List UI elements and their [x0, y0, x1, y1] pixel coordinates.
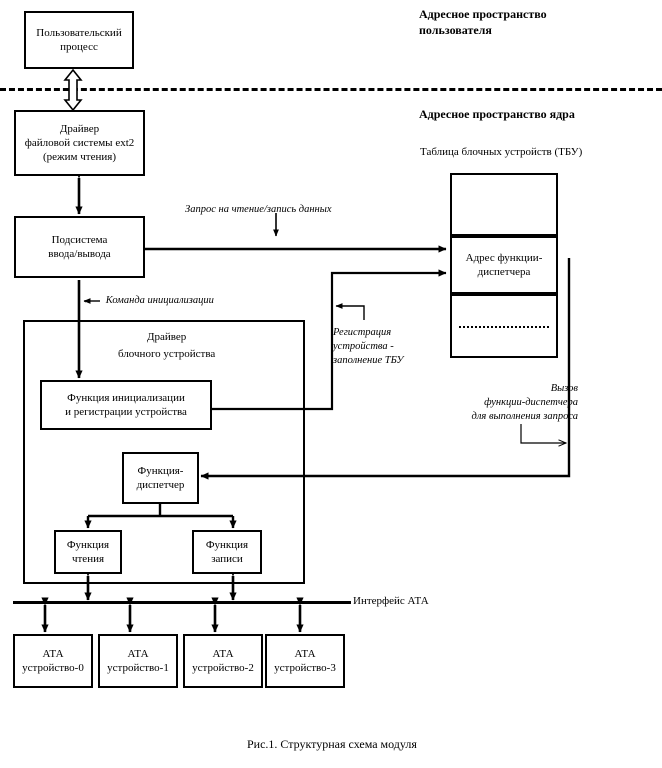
annotation-init-command-text: Команда инициализации [105, 295, 214, 306]
tbu-cell-top [450, 173, 558, 236]
box-init-and-register-function-line1: Функция инициализации [67, 392, 185, 404]
box-write-function-line2: записи [211, 553, 243, 565]
box-write-function-line1: Функция [205, 539, 249, 551]
box-ata-device-1: АТА устройство-1 [98, 634, 178, 688]
bdev-table-title: Таблица блочных устройств (ТБУ) [420, 146, 583, 158]
annotation-device-registration-line2: устройства - [333, 341, 394, 352]
annotation-device-registration-line1: Регистрация [333, 327, 392, 338]
label-block-device-driver-line1: Драйвер [146, 331, 187, 343]
box-ata-device-2-line2: устройство-2 [192, 662, 254, 674]
tbu-ellipsis-separator [459, 326, 549, 328]
box-ata-device-1-line2: устройство-1 [107, 662, 169, 674]
annotation-dispatcher-call-line2: функции-диспетчера [484, 397, 578, 408]
label-block-device-driver: Драйвер блочного устройства [118, 329, 215, 363]
tbu-cell-dispatcher-address-line2: диспетчера [477, 266, 531, 278]
box-ata-device-0: АТА устройство-0 [13, 634, 93, 688]
box-io-subsystem-line2: ввода/вывода [48, 248, 111, 260]
annotation-init-command-arrow: ← [82, 295, 93, 306]
box-ata-device-0-line1: АТА [42, 648, 64, 660]
box-ata-device-0-line2: устройство-0 [22, 662, 84, 674]
arrow-registration-annotation-pointer [335, 303, 365, 320]
box-ata-device-3-line2: устройство-3 [274, 662, 336, 674]
box-ata-device-3: АТА устройство-3 [265, 634, 345, 688]
tbu-cell-dispatcher-address: Адрес функции- диспетчера [450, 236, 558, 294]
annotation-read-write-request: Запрос на чтение/запись данных [185, 204, 332, 215]
header-user-address-space: Адресное пространство пользователя [419, 6, 547, 38]
box-ata-device-2-line1: АТА [212, 648, 234, 660]
address-space-divider [0, 88, 662, 91]
annotation-device-registration-line3: заполнение ТБУ [333, 355, 404, 366]
label-block-device-driver-line2: блочного устройства [118, 348, 216, 360]
box-ext2-driver: Драйвер файловой системы ext2 (режим чте… [14, 110, 145, 176]
box-read-function-line2: чтения [71, 553, 105, 565]
box-ext2-driver-line1: Драйвер [59, 123, 100, 135]
annotation-init-command: ← Команда инициализации [82, 294, 214, 308]
annotation-dispatcher-call-line3: для выполнения запроса [471, 411, 578, 422]
header-kernel-address-space: Адресное пространство ядра [419, 107, 575, 121]
box-user-process: Пользовательский процесс [24, 11, 134, 69]
box-user-process-line1: Пользовательский [36, 27, 122, 39]
box-read-function: Функция чтения [54, 530, 122, 574]
box-write-function: Функция записи [192, 530, 262, 574]
annotation-dispatcher-call-line1: Вызов [550, 383, 578, 394]
tbu-cell-dispatcher-address-line1: Адрес функции- [465, 252, 543, 264]
figure-caption: Рис.1. Структурная схема модуля [247, 737, 417, 751]
box-user-process-line2: процесс [60, 41, 98, 53]
box-dispatcher-function: Функция- диспетчер [122, 452, 199, 504]
box-read-function-line1: Функция [66, 539, 110, 551]
box-init-and-register-function-line2: и регистрации устройства [65, 406, 187, 418]
annotation-device-registration: Регистрация устройства - заполнение ТБУ [333, 326, 403, 368]
box-ext2-driver-line2: файловой системы ext2 [24, 137, 135, 149]
arrow-dispatcher-call-annotation-pointer [520, 424, 566, 443]
label-ata-interface: Интерфейс АТА [353, 595, 429, 607]
box-ata-device-1-line1: АТА [127, 648, 149, 660]
box-init-and-register-function: Функция инициализации и регистрации устр… [40, 380, 212, 430]
header-user-address-space-line2: пользователя [419, 23, 492, 37]
annotation-dispatcher-call: Вызов функции-диспетчера для выполнения … [420, 382, 578, 424]
box-ata-device-3-line1: АТА [294, 648, 316, 660]
box-ext2-driver-line3: (режим чтения) [43, 151, 116, 163]
box-io-subsystem-line1: Подсистема [51, 234, 108, 246]
header-user-address-space-line1: Адресное пространство [419, 7, 547, 21]
box-io-subsystem: Подсистема ввода/вывода [14, 216, 145, 278]
ata-bus-line [13, 601, 351, 604]
box-dispatcher-function-line2: диспетчер [136, 479, 185, 491]
box-dispatcher-function-line1: Функция- [137, 465, 184, 477]
box-ata-device-2: АТА устройство-2 [183, 634, 263, 688]
